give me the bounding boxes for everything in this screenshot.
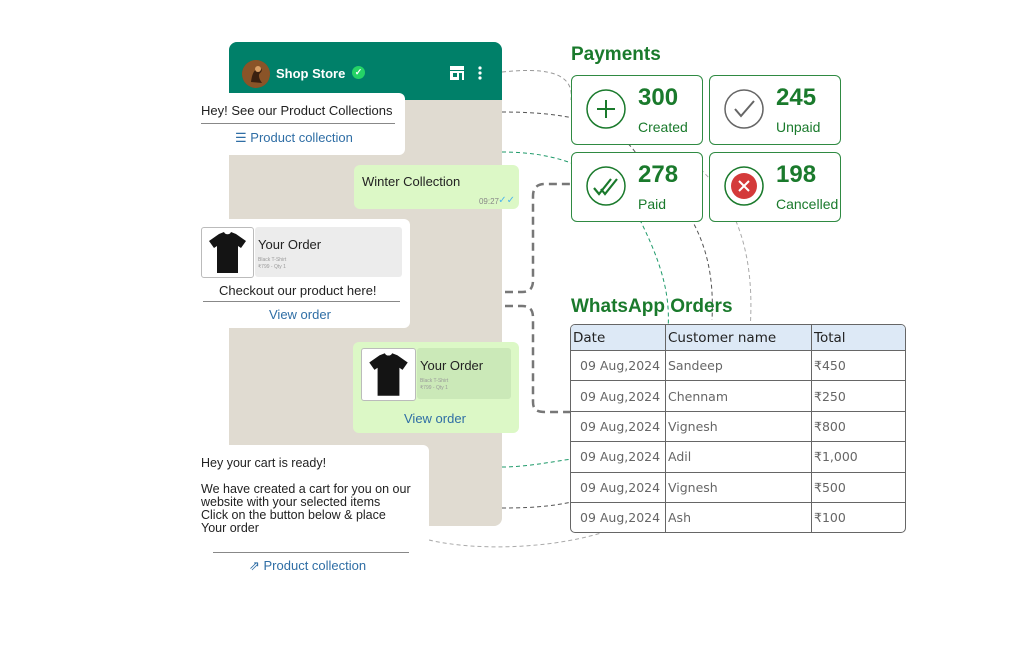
incoming-message: Hey! See our Product Collections ☰ Produ…: [199, 93, 405, 155]
order-card[interactable]: Your Order Black T-Shirt₹799 - Qty 1: [255, 227, 402, 277]
customer-cell: Vignesh: [665, 411, 812, 443]
store-icon[interactable]: [449, 65, 465, 81]
column-header: Customer name: [665, 325, 812, 351]
payment-card-created[interactable]: 300 Created: [571, 75, 703, 145]
payment-count: 245: [776, 84, 817, 111]
total-cell: ₹1,000: [811, 441, 905, 473]
payment-count: 300: [638, 84, 679, 111]
customer-cell: Vignesh: [665, 472, 812, 503]
order-details: Black T-Shirt₹799 - Qty 1: [420, 378, 449, 391]
total-cell: ₹800: [811, 411, 905, 443]
outgoing-message: Winter Collection 09:27 ✓✓: [354, 165, 519, 209]
more-options-icon[interactable]: [478, 66, 482, 80]
total-cell: ₹250: [811, 380, 905, 412]
tshirt-image: [201, 227, 254, 278]
payment-count: 278: [638, 161, 679, 188]
plus-icon: [586, 89, 626, 129]
message-text: Checkout our product here!: [219, 283, 377, 298]
divider: [203, 301, 400, 302]
payment-label: Cancelled: [776, 196, 839, 212]
total-cell: ₹100: [814, 510, 846, 526]
list-icon: ☰: [235, 130, 251, 145]
customer-cell: Chennam: [665, 380, 812, 412]
message-text: Hey your cart is ready! We have created …: [201, 456, 411, 535]
cancel-icon: [724, 166, 764, 206]
link-label: Product collection: [250, 130, 353, 145]
verified-icon: ✓: [352, 66, 365, 79]
payment-label: Paid: [638, 196, 667, 212]
customer-cell: Sandeep: [665, 350, 812, 382]
orders-title: WhatsApp Orders: [571, 296, 733, 317]
cart-message: Hey your cart is ready! We have created …: [199, 445, 429, 580]
payment-label: Unpaid: [776, 119, 821, 135]
link-label: Product collection: [263, 558, 367, 573]
view-order-link[interactable]: View order: [269, 307, 331, 322]
payment-label: Created: [638, 119, 688, 135]
column-header: Total: [811, 325, 905, 351]
outgoing-order-message: Your Order Black T-Shirt₹799 - Qty 1 Vie…: [353, 342, 519, 433]
avatar[interactable]: [242, 60, 270, 88]
message-time: 09:27: [478, 197, 499, 206]
order-title: Your Order: [420, 358, 484, 373]
read-receipt-icon: ✓✓: [498, 195, 515, 206]
column-header: Date: [571, 325, 666, 351]
message-text: Hey! See our Product Collections: [201, 103, 393, 118]
total-cell: ₹500: [811, 472, 905, 503]
payment-card-cancelled[interactable]: 198 Cancelled: [709, 152, 841, 222]
tshirt-image: [361, 348, 416, 401]
double-check-icon: [586, 166, 626, 206]
order-message: Your Order Black T-Shirt₹799 - Qty 1 Che…: [199, 219, 410, 328]
order-card[interactable]: Your Order Black T-Shirt₹799 - Qty 1: [417, 348, 511, 399]
payments-title: Payments: [571, 44, 661, 65]
date-cell: 09 Aug,2024: [571, 380, 666, 412]
payment-count: 198: [776, 161, 817, 188]
message-text: Winter Collection: [362, 174, 461, 189]
date-cell: 09 Aug,2024: [571, 350, 666, 382]
order-title: Your Order: [258, 237, 322, 252]
date-cell: 09 Aug,2024: [571, 472, 666, 503]
product-collection-link[interactable]: ☰ Product collection: [235, 130, 353, 146]
date-cell: 09 Aug,2024: [571, 411, 666, 443]
customer-cell: Adil: [665, 441, 812, 473]
product-collection-link[interactable]: ⇗ Product collection: [249, 558, 366, 574]
view-order-link[interactable]: View order: [404, 411, 466, 426]
date-cell: 09 Aug,2024: [571, 441, 666, 473]
payment-card-paid[interactable]: 278 Paid: [571, 152, 703, 222]
divider: [213, 552, 409, 553]
order-details: Black T-Shirt₹799 - Qty 1: [258, 257, 287, 270]
table-header-row: Date Customer name Total: [571, 325, 905, 351]
divider: [201, 123, 395, 124]
external-link-icon: ⇗: [249, 558, 264, 573]
total-cell: ₹450: [811, 350, 905, 382]
customer-cell: Ash: [665, 502, 812, 533]
payment-card-unpaid[interactable]: 245 Unpaid: [709, 75, 841, 145]
check-icon: [724, 89, 764, 129]
date-cell: 09 Aug,2024: [571, 502, 666, 533]
store-name[interactable]: Shop Store: [276, 66, 346, 81]
